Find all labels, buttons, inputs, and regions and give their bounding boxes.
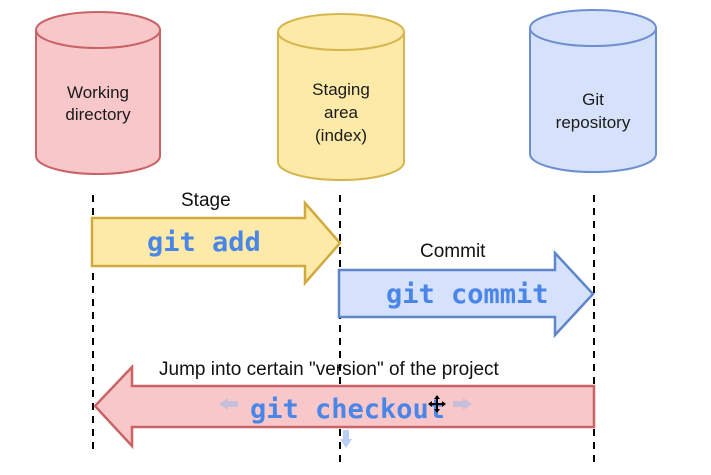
move-handles[interactable] (219, 398, 472, 448)
git-commit-arrow-shape (337, 249, 595, 339)
git-repository-cylinder-body (529, 28, 657, 173)
staging-area-label-line3: (index) (315, 126, 367, 145)
git-add-arrow: git add (90, 199, 342, 287)
working-directory-cylinder-body (35, 30, 161, 175)
git-repository-cylinder-top (529, 9, 657, 47)
git-repository-cylinder: Git repository (529, 9, 657, 173)
git-checkout-arrow: git checkout (93, 363, 596, 450)
commit-caption: Commit (420, 241, 486, 262)
move-handle-right-icon[interactable] (453, 398, 472, 410)
git-add-command: git add (147, 227, 261, 258)
git-checkout-command: git checkout (250, 394, 445, 425)
stage-caption: Stage (181, 190, 231, 211)
working-directory-cylinder: Working directory (35, 11, 161, 175)
staging-area-cylinder: Staging area (index) (277, 13, 405, 181)
git-commit-arrow: git commit (337, 249, 595, 339)
staging-area-label-line1: Staging (312, 80, 370, 99)
working-directory-label-line1: Working (67, 83, 129, 102)
staging-area-cylinder-body (277, 32, 405, 181)
move-handle-left-icon[interactable] (219, 398, 238, 410)
git-add-arrow-shape (90, 199, 342, 287)
staging-area-label-line2: area (324, 103, 359, 122)
move-cursor-icon (428, 395, 446, 413)
staging-area-cylinder-top (277, 13, 405, 51)
git-checkout-arrow-shape (93, 363, 596, 450)
working-directory-cylinder-top (35, 11, 161, 49)
working-directory-label-line2: directory (65, 105, 131, 124)
git-repository-label-line2: repository (556, 113, 631, 132)
checkout-caption: Jump into certain "version" of the proje… (159, 359, 500, 380)
git-repository-label-line1: Git (582, 90, 604, 109)
git-commit-command: git commit (386, 279, 549, 310)
move-handle-down-icon[interactable] (340, 430, 352, 448)
